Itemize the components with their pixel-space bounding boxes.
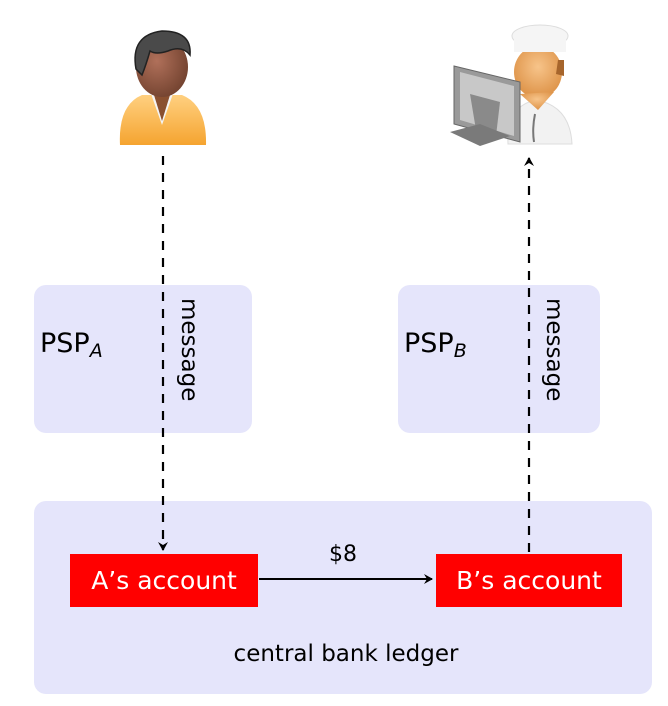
a-account-label: A’s account (91, 566, 237, 595)
person-icon (119, 30, 207, 145)
message-label-a: message (176, 298, 202, 402)
merchant-at-computer-icon (450, 24, 573, 146)
psp-b-subscript: B (453, 340, 467, 362)
b-account-node: B’s account (436, 554, 622, 607)
ledger-label: central bank ledger (233, 641, 459, 667)
b-account-label: B’s account (456, 566, 602, 595)
psp-b-box (398, 285, 600, 433)
psp-b-label-text: PSP (404, 328, 454, 359)
message-label-b: message (541, 298, 567, 402)
psp-a-label: PSPA (40, 328, 103, 362)
psp-b-label: PSPB (404, 328, 467, 362)
transfer-amount-label: $8 (329, 542, 357, 567)
psp-a-label-text: PSP (40, 328, 90, 359)
a-account-node: A’s account (70, 554, 258, 607)
psp-a-box (34, 285, 252, 433)
psp-a-subscript: A (89, 340, 103, 362)
